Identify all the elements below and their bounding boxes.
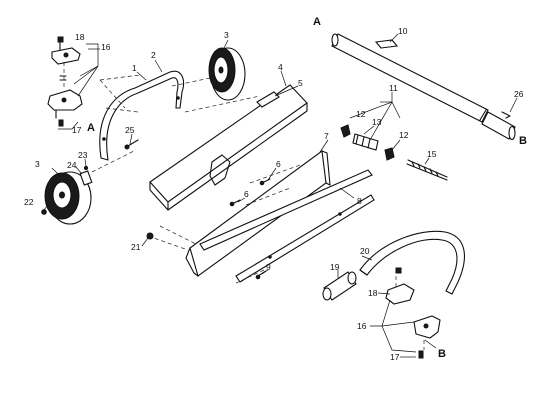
callout-12-left: 12	[356, 109, 366, 119]
nut-21	[146, 232, 154, 240]
callout-7: 7	[324, 131, 329, 141]
callout-5: 5	[298, 78, 303, 88]
ref-a-bracket: A	[87, 122, 95, 134]
screws-6	[229, 178, 271, 207]
leader-lines	[43, 33, 518, 358]
callout-18-lower: 18	[368, 288, 378, 298]
clip-pin	[501, 111, 511, 119]
label-plate	[256, 91, 280, 108]
ref-b-bracket: B	[438, 348, 446, 360]
handle-frame	[99, 70, 185, 161]
callout-23: 23	[78, 150, 88, 160]
callout-13: 13	[372, 117, 382, 127]
callout-17-upper: 17	[72, 125, 82, 135]
bracket-upper-assembly	[47, 36, 83, 127]
callout-21: 21	[131, 242, 141, 252]
callout-24: 24	[67, 160, 77, 170]
callout-18-upper: 18	[75, 32, 85, 42]
strip-bar	[199, 169, 373, 251]
bushings	[340, 124, 395, 161]
wheel-upper	[208, 47, 246, 101]
callout-16-upper: 16	[101, 42, 111, 52]
callout-1: 1	[132, 63, 137, 73]
callout-11: 11	[389, 83, 398, 93]
spiral-shaft	[406, 159, 448, 181]
callout-17-lower: 17	[390, 352, 400, 362]
callout-16-lower: 16	[357, 321, 367, 331]
axle-label	[374, 39, 399, 49]
callout-20: 20	[360, 246, 370, 256]
callout-4: 4	[278, 62, 283, 72]
axle-tube	[331, 33, 516, 141]
callout-26: 26	[514, 89, 524, 99]
callout-12-right: 12	[399, 130, 409, 140]
ref-a-axle: A	[313, 16, 321, 28]
grip-19	[322, 271, 357, 301]
deflector-plate	[185, 150, 331, 277]
callout-15: 15	[427, 149, 437, 159]
bottom-bar	[235, 194, 375, 283]
callout-9: 9	[266, 262, 271, 272]
hopper-panel	[149, 84, 308, 211]
bracket-lower-assembly	[385, 267, 441, 359]
wheel-pin-set	[79, 165, 93, 186]
callout-6-lower: 6	[244, 189, 249, 199]
ref-b-axle: B	[519, 135, 527, 147]
callout-10: 10	[398, 26, 408, 36]
callout-25: 25	[125, 125, 135, 135]
callout-labels: 1 2 3 3 4 5 6 6 7 8 9 10 11 12 12 13 15 …	[24, 26, 524, 362]
reference-letters: A A B B	[87, 16, 527, 360]
lower-handle	[359, 230, 465, 295]
callout-2: 2	[151, 50, 156, 60]
screw-25	[124, 139, 139, 150]
callout-3-lower: 3	[35, 159, 40, 169]
callout-19: 19	[330, 262, 340, 272]
wheel-lower	[44, 171, 92, 225]
callout-8: 8	[357, 196, 362, 206]
callout-3-upper: 3	[224, 30, 229, 40]
screw-22	[41, 209, 47, 215]
callout-22: 22	[24, 197, 34, 207]
callout-6-upper: 6	[276, 159, 281, 169]
